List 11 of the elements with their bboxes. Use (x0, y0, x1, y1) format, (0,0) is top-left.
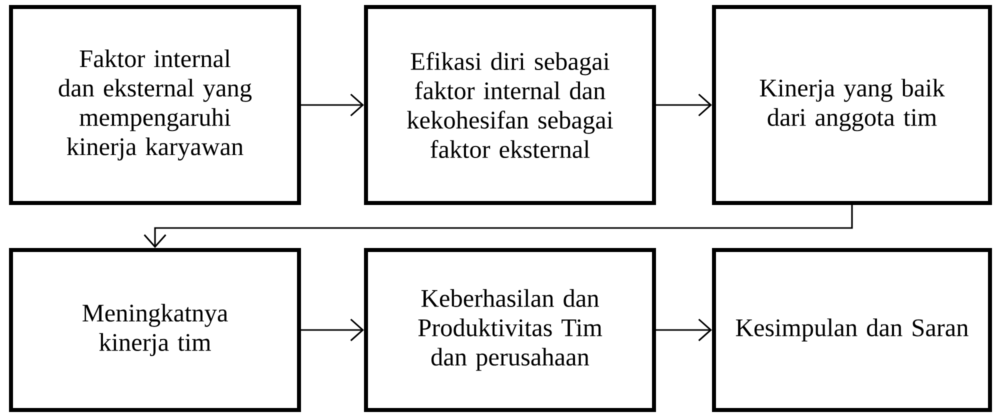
process-box: Keberhasilan dan Produktivitas Tim dan perusahaan (364, 248, 656, 412)
arrow (301, 318, 364, 342)
arrow (301, 94, 364, 116)
process-box: Faktor internal dan eksternal yang mempengaruhi kinerja karyawan (9, 5, 301, 205)
arrow (144, 205, 853, 248)
arrow (656, 94, 712, 116)
process-box: Kinerja yang baik dari anggota tim (712, 5, 992, 205)
process-box: Efikasi diri sebagai faktor internal dan kekohesifan sebagai faktor eksternal (364, 5, 656, 205)
arrow (656, 318, 712, 342)
process-box: Meningkatnya kinerja tim (9, 248, 301, 412)
process-box: Kesimpulan dan Saran (712, 248, 992, 412)
